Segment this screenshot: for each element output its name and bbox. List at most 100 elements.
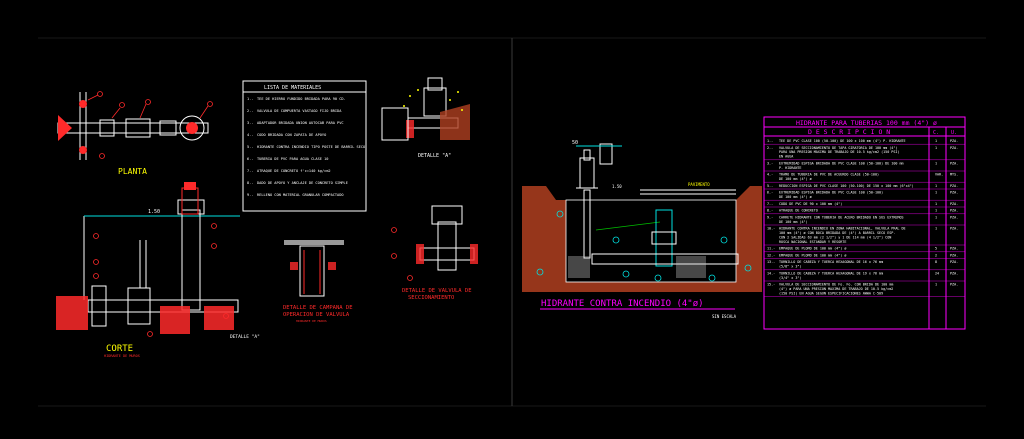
materials-item-number: 4.- [247, 133, 254, 137]
table-row-number: 8.- [767, 209, 773, 213]
table-row-unit: MTS. [950, 173, 958, 177]
section-subtitle: HIDRANTE DE MUROS [104, 354, 140, 358]
hydrant-view: PAVIMENTO 50 1.50 HIDRANTE CONTRA INCEND… [522, 140, 762, 319]
table-row-desc: ATRAQUE DE CONCRETO [779, 209, 818, 213]
table-row-unit: PZA. [950, 253, 958, 257]
materials-item-text: CODO BRIDADA CON ZAPATA DE APOYO [257, 133, 326, 137]
table-row-desc: TORNILLO DE CABEZA Y TUERCA HEXAGONAL DE… [779, 260, 883, 264]
campana-view: DETALLE DE CAMPANA DE OPERACION DE VALVU… [283, 240, 353, 323]
table-row: 3.-EXTREMIDAD ESPIGA BRIDADA DE PVC CLAS… [764, 161, 965, 172]
table-row-qty: 1 [935, 146, 937, 150]
materials-item-number: 9.- [247, 193, 254, 197]
table-row-desc: ROSCA NACIONAL ESTANDAR Y RESORTE [779, 240, 846, 244]
section-view: 1.50 DETALLE "A" CORTE HIDRANTE DE MUROS [56, 182, 260, 358]
valve-title-2: SECCIONAMIENTO [408, 295, 454, 301]
table-row-qty: 2 [935, 253, 937, 257]
materials-item-text: ATRAQUE DE CONCRETO f'c=140 kg/cm2 [257, 169, 331, 173]
table-row-desc: (4") ø PARA UNA PRESION MAXIMA DE TRABAJ… [779, 287, 893, 291]
table-row-unit: PZA. [950, 247, 958, 251]
table-row-qty: 1 [935, 184, 937, 188]
table-row-qty: 1 [935, 283, 937, 287]
campana-title-1: DETALLE DE CAMPANA DE [283, 305, 353, 311]
table-row-unit: PZA. [950, 271, 958, 275]
table-col-qty: C. [933, 130, 939, 136]
table-col-unit: U. [951, 130, 957, 136]
table-row-unit: PZA. [950, 283, 958, 287]
hydrant-table: HIDRANTE PARA TUBERIAS 100 mm (4") ø D E… [763, 116, 966, 330]
table-row: 5.-REDUCCION ESPIGA DE PVC CLASE 100 (50… [764, 184, 965, 190]
table-row: 10.-HIDRANTE CONTRA INCENDIO EN ZONA HAB… [764, 227, 965, 246]
table-row-number: 6.- [767, 191, 773, 195]
table-row-qty: 5 [935, 247, 937, 251]
materials-item-text: HIDRANTE CONTRA INCENDIO TIPO POSTE DE B… [257, 145, 365, 149]
table-row-number: 14.- [767, 271, 775, 275]
table-row-unit: PZA. [950, 227, 958, 231]
table-row: 12.- EMPAQUE DE PLOMO DE 100 mm (4") ø 2 PZ… [764, 253, 965, 259]
detail-a-title: DETALLE "A" [418, 153, 451, 159]
table-row-desc: CON 2 SALIDAS 63 mm (2 1/2") y 1 DE 114 … [779, 235, 891, 239]
table-row-desc: (3/4" x 3") [779, 276, 801, 280]
table-row-unit: PZA. [950, 260, 958, 264]
materials-item-text: TEE DE HIERRO FUNDIDO BRIDADA PARA 90 CD… [257, 97, 346, 101]
table-row-number: 13.- [767, 260, 775, 264]
materials-item-number: 7.- [247, 169, 254, 173]
materials-item: 5.-HIDRANTE CONTRA INCENDIO TIPO POSTE D… [247, 145, 365, 149]
table-row-number: 7.- [767, 202, 773, 206]
table-row: 2.-VALVULA DE SECCIONAMIENTO DE TAPA GIR… [764, 146, 965, 161]
table-row-desc: P. HIDRANTE [779, 166, 801, 170]
table-row-unit: PZA. [950, 146, 958, 150]
table-row-desc: PARA UNA PRESION MAXIMA DE TRABAJO DE 10… [779, 150, 899, 154]
hydrant-pavement: PAVIMENTO [688, 182, 710, 187]
table-row-unit: PZA. [950, 215, 958, 219]
table-row-desc: REDUCCION ESPIGA DE PVC CLASE 100 (50-10… [779, 184, 914, 188]
table-row-desc: TRAMO DE TUBERIA DE PVC DE ACUERDO CLASE… [779, 173, 879, 177]
table-row-desc: (5/8" x 3") [779, 265, 801, 269]
table-row-desc: EXTREMIDAD ESPIGA BRIDADA DE PVC CLASE 1… [779, 191, 883, 195]
materials-item: 2.-VALVULA DE COMPUERTA VASTAGO FIJO BRI… [247, 109, 342, 113]
hydrant-dim-top: 50 [572, 140, 578, 146]
valve-view: DETALLE DE VALVULA DE SECCIONAMIENTO [391, 205, 478, 301]
table-row-unit: PZA. [950, 209, 958, 213]
table-row-qty: 24 [935, 271, 939, 275]
table-row: 14.-TORNILLO DE CABEZA Y TUERCA HEXAGONA… [764, 271, 965, 282]
table-row-desc: EN AGUA [779, 155, 793, 159]
materials-item-number: 2.- [247, 109, 254, 113]
table-row-number: 15.- [767, 283, 775, 287]
materials-item: 7.-ATRAQUE DE CONCRETO f'c=140 kg/cm2 [247, 169, 331, 173]
section-dim: 1.50 [148, 209, 160, 215]
table-title: HIDRANTE PARA TUBERIAS 100 mm (4") ø [796, 119, 937, 127]
materials-item: 9.-RELLENO CON MATERIAL GRANULAR COMPACT… [247, 193, 344, 197]
table-row-desc: DE 100 mm (4") ø [779, 195, 812, 199]
table-row-desc: (150 PSI) EN AGUA SEGUN ESPECIFICACIONES… [779, 291, 883, 295]
table-row-qty: 1 [935, 139, 937, 143]
table-row: 9.-CARRETE HIDRANTE CON TUBERIA DE ACERO… [764, 215, 965, 226]
table-row: 6.- EXTREMIDAD ESPIGA BRIDADA DE PVC CLAS… [764, 191, 965, 201]
materials-item-text: VALVULA DE COMPUERTA VASTAGO FIJO BRIDA [257, 109, 342, 113]
hydrant-title: HIDRANTE CONTRA INCENDIO (4"ø) [541, 299, 704, 309]
campana-note: HIDRANTE DE MUROS [296, 319, 327, 323]
materials-item-number: 5.- [247, 145, 254, 149]
table-row-desc: DE 100 mm (4") ø [779, 177, 812, 181]
table-row-number: 10.- [767, 227, 775, 231]
materials-item-text: RELLENO CON MATERIAL GRANULAR COMPACTADO [257, 193, 344, 197]
materials-item-number: 1.- [247, 97, 254, 101]
table-row-desc: VALVULA DE SECCIONAMIENTO DE TAPA GIRATO… [779, 146, 897, 150]
materials-item-text: TUBERIA DE PVC PARA AGUA CLASE 10 [257, 157, 328, 161]
materials-item-number: 8.- [247, 181, 254, 185]
detail-a-view: DETALLE "A" [381, 77, 470, 159]
table-row-number: 9.- [767, 215, 773, 219]
table-row-number: 12.- [767, 253, 775, 257]
table-row-desc: EMPAQUE DE PLOMO DE 100 mm (4") ø [779, 247, 846, 251]
table-row-desc: DE 100 mm (4") [779, 220, 808, 224]
table-row-desc: EMPAQUE DE PLOMO DE 100 mm (4") ø [779, 253, 846, 257]
materials-item: 8.-DADO DE APOYO Y ANCLAJE DE CONCRETO S… [247, 181, 348, 185]
materials-item-text: ADAPTADOR BRIDADA UNION AUTOCAB PARA PVC [257, 121, 344, 125]
campana-title-2: OPERACION DE VALVULA [283, 312, 350, 318]
table-row: 1.-TEE DE PVC CLASE 100 (50-100) DE 100 … [764, 139, 965, 145]
table-row-qty: VAR. [935, 173, 943, 177]
materials-item-number: 6.- [247, 157, 254, 161]
table-row-qty: 1 [935, 161, 937, 165]
